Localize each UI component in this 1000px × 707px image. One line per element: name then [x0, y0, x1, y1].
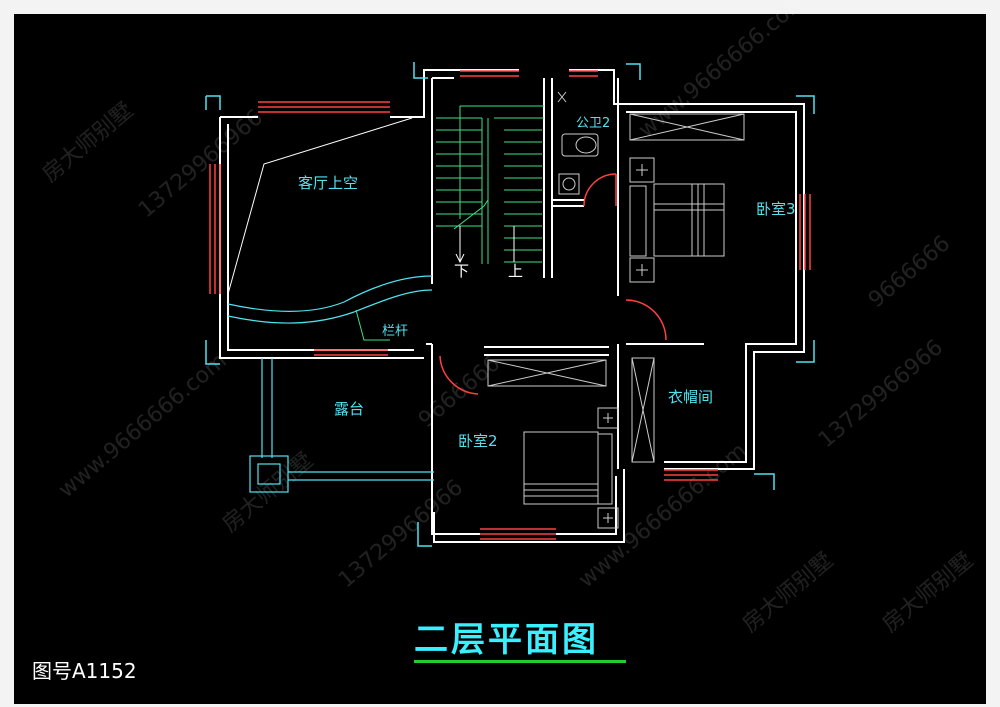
column-markers — [205, 62, 815, 547]
door-swings — [439, 173, 667, 395]
bedroom3-furniture — [629, 113, 745, 283]
bathroom-fixtures — [557, 91, 599, 195]
label-living-void: 客厅上空 — [298, 174, 359, 192]
label-wardrobe: 衣帽间 — [668, 388, 714, 406]
drawing-number: 图号A1152 — [32, 659, 137, 683]
exterior-walls — [219, 69, 805, 543]
title-underline — [414, 660, 626, 663]
bedroom2-furniture — [487, 359, 619, 529]
label-stair-up: 上 — [508, 262, 524, 280]
label-bedroom3: 卧室3 — [756, 200, 796, 218]
wardrobe-shelving — [631, 357, 655, 463]
label-terrace: 露台 — [334, 400, 365, 418]
terrace-outline — [249, 358, 434, 493]
drawing-title: 二层平面图 — [414, 620, 599, 660]
balcony-curve — [227, 275, 433, 324]
cad-canvas: 房大师别墅 13729966966 www.9666666.com 房大师别墅 … — [14, 0, 986, 704]
label-railing: 栏杆 — [382, 324, 409, 339]
floor-plan-drawing — [205, 62, 815, 547]
staircase — [436, 105, 544, 264]
railing-leader — [355, 309, 390, 341]
label-bedroom2: 卧室2 — [458, 432, 498, 450]
label-stair-down: 下 — [454, 262, 470, 280]
label-public-bath: 公卫2 — [576, 116, 611, 131]
stair-arrows — [455, 226, 515, 264]
windows — [209, 70, 811, 540]
void-lines — [227, 117, 413, 295]
